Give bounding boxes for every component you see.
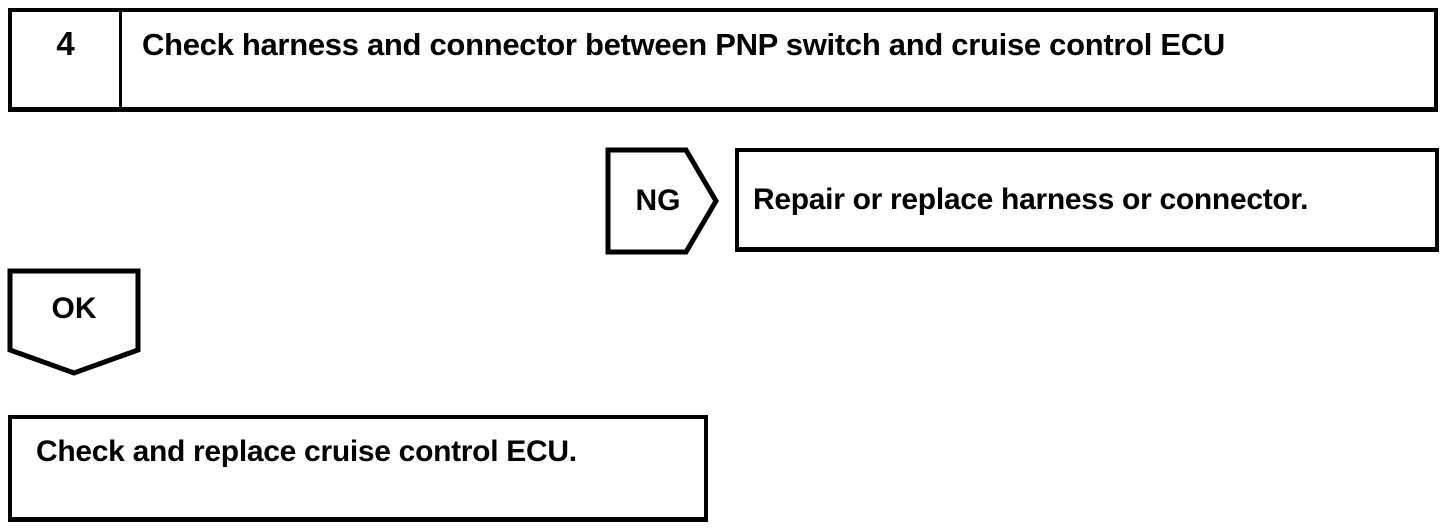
- step-number: 4: [12, 12, 122, 107]
- ok-connector: OK: [7, 268, 141, 378]
- step-title: Check harness and connector between PNP …: [142, 27, 1225, 62]
- ng-label: NG: [635, 184, 681, 217]
- step-box: 4 Check harness and connector between PN…: [8, 8, 1438, 112]
- ng-pentagon-icon: [605, 147, 719, 255]
- ng-action-text: Repair or replace harness or connector.: [753, 182, 1309, 216]
- ng-action-box: Repair or replace harness or connector.: [735, 148, 1439, 252]
- ok-action-text: Check and replace cruise control ECU.: [36, 435, 577, 468]
- ok-action-box: Check and replace cruise control ECU.: [8, 415, 708, 522]
- ng-connector: NG: [605, 147, 719, 255]
- ok-pentagon-icon: [7, 268, 141, 376]
- ok-label: OK: [51, 292, 97, 325]
